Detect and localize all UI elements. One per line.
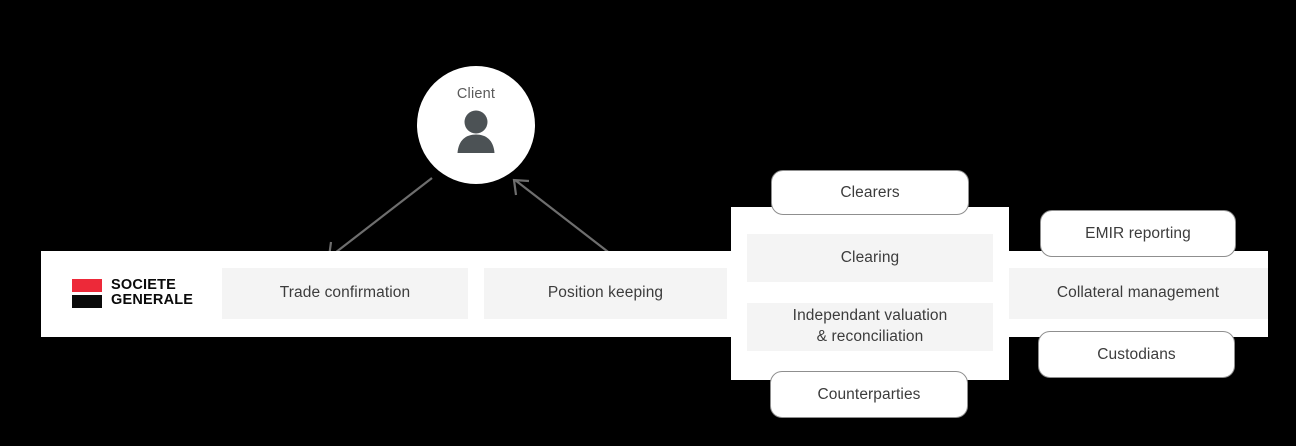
user-avatar-icon	[457, 110, 495, 153]
pill-counterparties[interactable]: Counterparties	[770, 371, 968, 418]
pill-custodians[interactable]: Custodians	[1038, 331, 1235, 378]
service-box-position-keeping[interactable]: Position keeping	[484, 268, 727, 319]
service-box-collateral-management[interactable]: Collateral management	[1008, 268, 1268, 319]
independant-valuation-line1: Independant valuation	[792, 307, 948, 325]
service-box-independant-valuation[interactable]: Independant valuation & reconciliation	[747, 303, 993, 351]
societe-generale-logo: SOCIETE GENERALE	[72, 277, 194, 309]
independant-valuation-line2: & reconciliation	[816, 328, 924, 345]
clearing-panel	[731, 207, 1009, 380]
sg-logo-wordmark: SOCIETE GENERALE	[111, 277, 194, 309]
client-to-panel-arrow-left	[327, 177, 433, 261]
pill-emir-reporting[interactable]: EMIR reporting	[1040, 210, 1236, 257]
sg-wordmark-line1: SOCIETE	[111, 277, 177, 293]
service-box-clearing[interactable]: Clearing	[747, 234, 993, 282]
panel-to-client-arrow-right	[512, 178, 617, 259]
sg-wordmark-line2: GENERALE	[111, 292, 194, 309]
client-node[interactable]: Client	[417, 66, 535, 184]
sg-logo-mark-icon	[72, 278, 102, 308]
service-box-trade-confirmation[interactable]: Trade confirmation	[222, 268, 468, 319]
client-label: Client	[456, 86, 496, 102]
pill-clearers[interactable]: Clearers	[771, 170, 969, 215]
